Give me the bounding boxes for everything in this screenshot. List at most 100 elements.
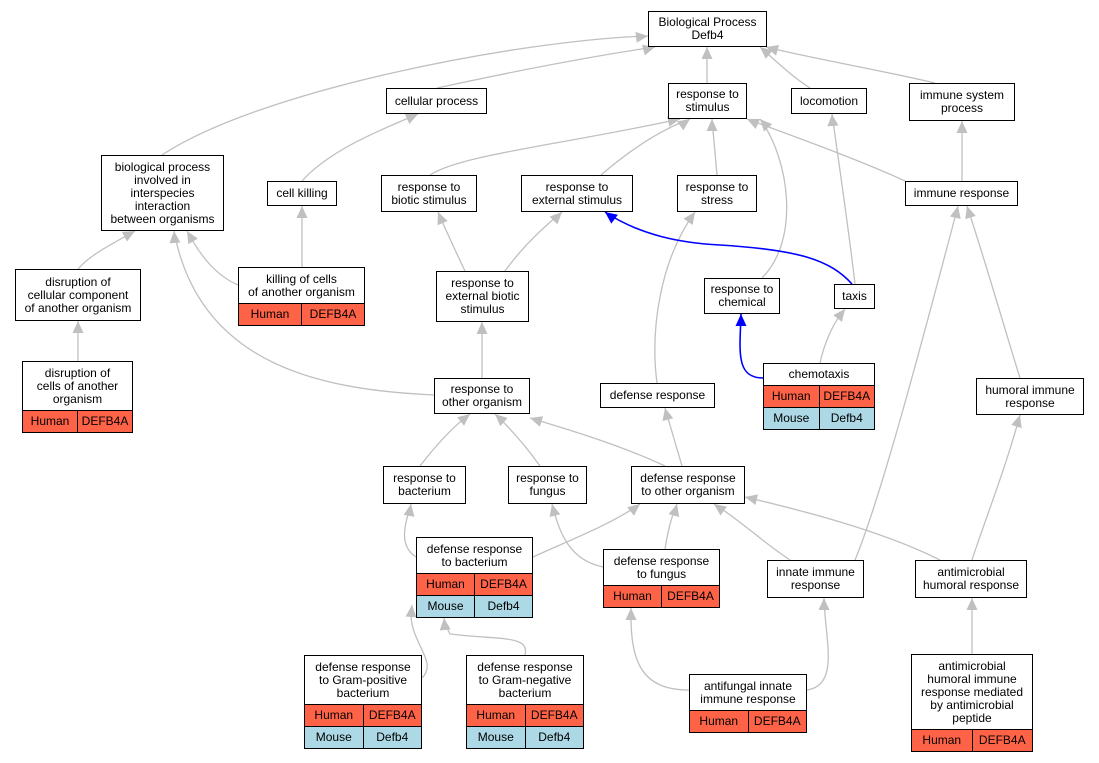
edge-otherorg-interspecies [173, 230, 435, 396]
edge-antifungal-innate [806, 597, 829, 691]
edge-immune-stimulus [746, 118, 906, 182]
edge-antimicrobial-humoral-arrowhead [1011, 415, 1022, 429]
edge-defbacterium-defother-arrowhead [627, 504, 640, 516]
node-immune-response[interactable]: immune response [905, 181, 1018, 206]
node-defense-gram-positive[interactable]: defense response to Gram-positive bacter… [304, 655, 422, 749]
node-response-to-external-biotic-stimulus[interactable]: response to external biotic stimulus [436, 271, 529, 322]
edge-defother-defense-arrowhead [662, 408, 674, 421]
edge-deffungus-fungus-arrowhead [549, 504, 561, 517]
edge-biotic-stimulus [429, 118, 681, 176]
edge-innate-immune [854, 205, 959, 561]
node-cell-killing[interactable]: cell killing [267, 181, 337, 206]
edge-chemical-stimulus-arrowhead [760, 119, 773, 132]
node-interspecies-interaction[interactable]: biological process involved in interspec… [101, 155, 224, 231]
node-killing-of-cells[interactable]: killing of cells of another organism Hum… [238, 267, 365, 326]
node-response-to-other-organism[interactable]: response to other organism [434, 378, 530, 414]
node-humoral-immune-response[interactable]: humoral immune response [976, 378, 1084, 415]
edge-deffungus-defother-arrowhead [668, 504, 680, 518]
edge-antifungal-deffungus-arrowhead [625, 608, 637, 620]
edge-innate-immune-arrowhead [949, 206, 961, 219]
edge-defense-stress [654, 211, 696, 384]
edge-gramneg-defbacterium [443, 617, 527, 656]
node-response-to-bacterium[interactable]: response to bacterium [383, 466, 466, 504]
edge-cellkilling-cellular-arrowhead [404, 114, 418, 125]
edge-chemotaxis-taxis-arrowhead [833, 309, 845, 322]
edge-extbiotic-external [504, 211, 563, 272]
node-taxis[interactable]: taxis [834, 284, 875, 309]
edge-taxis-locomotion [831, 113, 856, 285]
edge-bacterium-otherorg-arrowhead [457, 414, 470, 426]
edge-defother-otherorg-arrowhead [530, 416, 544, 427]
node-response-to-stimulus[interactable]: response to stimulus [668, 83, 747, 119]
node-disruption-of-cells[interactable]: disruption of cells of another organism … [22, 361, 133, 433]
edge-interspecies-bp [161, 35, 649, 156]
edge-taxis-locomotion-arrowhead [827, 114, 839, 127]
edge-immune-stimulus-arrowhead [747, 119, 761, 130]
edge-otherorg-extbiotic-arrowhead [476, 322, 488, 334]
node-innate-immune-response[interactable]: innate immune response [767, 560, 864, 598]
edge-defbacterium-bacterium-arrowhead [403, 504, 415, 517]
edge-gramneg-defbacterium-arrowhead [439, 618, 451, 631]
edge-defother-otherorg [529, 417, 666, 467]
edge-cellkilling-cellular [301, 113, 419, 182]
node-defense-gram-negative[interactable]: defense response to Gram-negative bacter… [466, 655, 584, 749]
edge-interspecies-bp-arrowhead [635, 31, 648, 43]
node-response-to-external-stimulus[interactable]: response to external stimulus [521, 175, 633, 212]
edge-stimulus-bp-arrowhead [701, 47, 713, 59]
edge-otherorg-interspecies-arrowhead [169, 231, 181, 244]
edge-disruptcomp-interspecies-arrowhead [121, 231, 135, 242]
edge-stress-stimulus-arrowhead [706, 119, 718, 131]
edge-taxis-external-highlight-arrowhead [605, 212, 618, 224]
edge-extbiotic-biotic-arrowhead [437, 212, 448, 226]
edge-antimicrobial-humoral [971, 414, 1021, 561]
edge-immune-system-bp [765, 46, 936, 84]
node-response-to-stress[interactable]: response to stress [677, 175, 757, 212]
edge-humoral-immune-arrowhead [965, 206, 976, 220]
edge-antimicrobial-defother-arrowhead [745, 494, 758, 506]
node-antimicrobial-humoral-response[interactable]: antimicrobial humoral response [915, 560, 1027, 598]
node-defense-to-other-organism[interactable]: defense response to other organism [631, 466, 745, 504]
edge-innate-defother-arrowhead [714, 504, 727, 516]
edge-taxis-external-highlight [604, 211, 853, 285]
node-antimicrobial-peptide-response[interactable]: antimicrobial humoral immune response me… [911, 654, 1033, 752]
node-cellular-process[interactable]: cellular process [386, 88, 487, 114]
edge-antifungal-innate-arrowhead [818, 598, 830, 610]
edge-extbiotic-external-arrowhead [549, 212, 562, 225]
edge-humoral-immune [966, 205, 1021, 379]
edge-antifungal-deffungus [630, 607, 690, 691]
node-response-to-biotic-stimulus[interactable]: response to biotic stimulus [381, 175, 477, 212]
edge-deffungus-fungus [551, 503, 604, 568]
edge-external-stimulus-arrowhead [677, 119, 690, 131]
node-defense-response[interactable]: defense response [600, 383, 715, 408]
node-disruption-cellular-component[interactable]: disruption of cellular component of anot… [15, 269, 141, 321]
edge-grampos-defbacterium-arrowhead [405, 605, 417, 618]
node-response-to-chemical[interactable]: response to chemical [704, 278, 780, 314]
edge-defense-stress-arrowhead [683, 212, 695, 225]
edge-amp-antimicrobial-arrowhead [966, 598, 978, 610]
edge-killing-interspecies-arrowhead [187, 231, 198, 245]
edge-killing-cellkilling-arrowhead [296, 206, 308, 218]
node-immune-system-process[interactable]: immune system process [909, 83, 1015, 121]
edge-external-stimulus [600, 118, 691, 176]
edge-innate-defother [713, 503, 791, 561]
node-locomotion[interactable]: locomotion [791, 88, 867, 114]
edge-immune-system-bp-arrowhead [766, 45, 780, 56]
node-biological-process[interactable]: Biological Process Defb4 [648, 11, 767, 47]
node-response-to-fungus[interactable]: response to fungus [508, 466, 587, 504]
edge-disruptcells-disruptcomp-arrowhead [72, 321, 84, 333]
edge-antimicrobial-defother [744, 496, 941, 561]
edge-cellular-bp [436, 46, 656, 89]
